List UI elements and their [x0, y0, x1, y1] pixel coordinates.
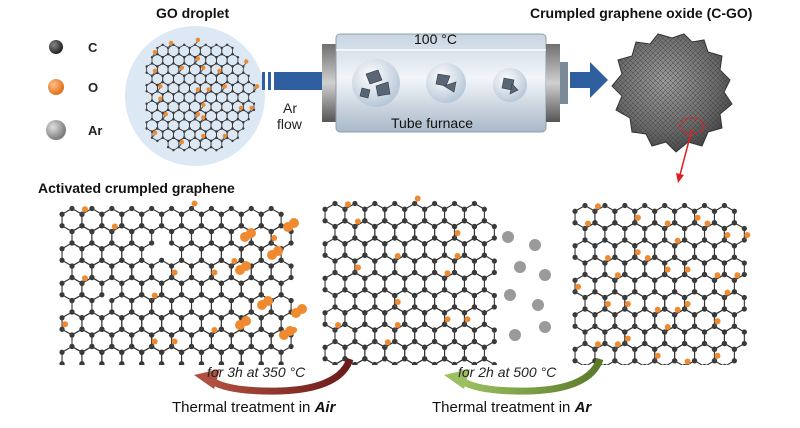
oxygen-molecules	[235, 218, 307, 340]
go-droplet-label: GO droplet	[156, 5, 230, 21]
tube-furnace	[322, 33, 568, 133]
bottom-lattices	[59, 195, 751, 365]
intermediate-graphene-lattice	[322, 195, 497, 365]
graphene-oxide-lattice	[572, 202, 751, 365]
caption-ar: Thermal treatment in Ar	[432, 399, 591, 416]
air-treatment-arrow	[194, 357, 354, 395]
go-droplet	[125, 26, 265, 166]
ar-flow-label-2: flow	[277, 116, 302, 132]
furnace-temperature: 100 °C	[414, 31, 457, 47]
legend-label-carbon: C	[88, 40, 98, 55]
legend-symbols	[46, 40, 66, 140]
droplet-bubble-1	[352, 59, 400, 107]
step1-condition: for 3h at 350 °C	[207, 364, 306, 380]
ar-flow-label-1: Ar	[283, 100, 297, 116]
furnace-label: Tube furnace	[391, 115, 473, 131]
ar-treatment-arrow	[444, 357, 604, 395]
argon-atoms	[502, 231, 551, 341]
zoom-pointer-arrow	[676, 128, 693, 183]
argon-atom-icon	[46, 120, 66, 140]
activated-label: Activated crumpled graphene	[38, 180, 235, 196]
droplet-graphene-lattice	[145, 37, 260, 152]
caption-air: Thermal treatment in Air	[172, 399, 335, 416]
zoom-region-marker	[679, 117, 705, 135]
cgo-label: Crumpled graphene oxide (C-GO)	[530, 5, 753, 21]
oxygen-atom-icon	[48, 79, 64, 95]
furnace-right-cap	[546, 44, 560, 122]
crumpled-graphene-oxide-ball	[611, 33, 733, 153]
caption-ar-prefix: Thermal treatment in	[432, 399, 575, 416]
caption-air-gas: Air	[314, 399, 336, 416]
carbon-atom-icon	[49, 40, 63, 54]
furnace-outlet	[560, 62, 568, 104]
caption-ar-gas: Ar	[574, 399, 592, 416]
legend-label-argon: Ar	[88, 123, 103, 138]
furnace-left-cap	[322, 44, 336, 122]
caption-air-prefix: Thermal treatment in	[172, 399, 315, 416]
legend	[40, 30, 120, 150]
step2-condition: for 2h at 500 °C	[458, 364, 557, 380]
output-arrow	[570, 62, 608, 98]
activated-graphene-lattice	[59, 200, 298, 365]
ar-flow-arrow	[262, 72, 322, 90]
legend-label-oxygen: O	[88, 80, 99, 95]
